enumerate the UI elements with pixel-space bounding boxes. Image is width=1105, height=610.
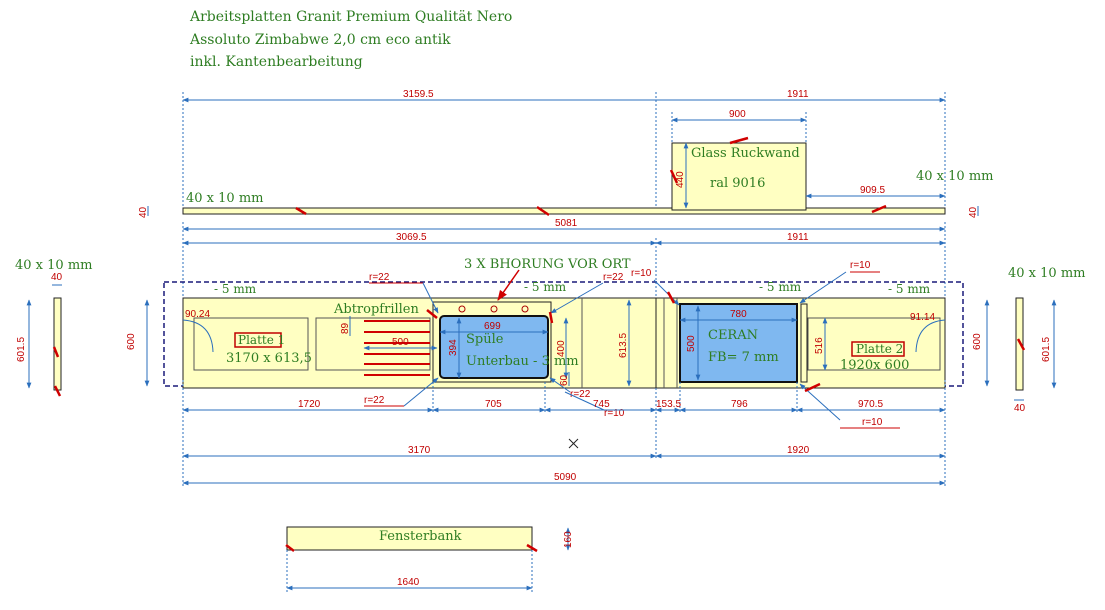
fensterbank-label: Fensterbank (379, 529, 462, 544)
dim-60: 60 (559, 374, 570, 386)
dim-1640: 1640 (397, 577, 420, 588)
dim-796: 796 (731, 399, 748, 410)
dim-1911-top: 1911 (787, 89, 809, 100)
dim-500-groove: 500 (392, 337, 409, 348)
edge-label-left: 40 x 10 mm (186, 191, 263, 206)
radius-10-b: r=10 (850, 260, 871, 271)
dim-1911-mid: 1911 (787, 232, 809, 243)
dim-40-side-left: 40 (51, 272, 63, 283)
side-edge-left: 40 x 10 mm 40 601.5 (15, 258, 92, 397)
dim-500-hob: 500 (686, 335, 697, 352)
dim-394: 394 (448, 339, 459, 356)
dim-3069-5: 3069.5 (396, 232, 427, 243)
spuele-label: Spüle (466, 332, 504, 347)
glass-label: Glass Ruckwand (691, 146, 800, 161)
unterbau-label: Unterbau - 3 mm (466, 354, 579, 369)
minus-5-b: - 5 mm (524, 280, 567, 294)
dim-780: 780 (730, 309, 747, 320)
platte-1-size: 3170 x 613,5 (226, 351, 312, 366)
radius-22-c: r=22 (364, 395, 385, 406)
header: Arbeitsplatten Granit Premium Qualität N… (189, 9, 512, 70)
dim-516: 516 (814, 337, 825, 354)
dim-89: 89 (340, 322, 351, 334)
dim-705: 705 (485, 399, 502, 410)
dim-5090: 5090 (554, 472, 577, 483)
dim-600-left: 600 (126, 333, 137, 350)
platte-1-label: Platte 1 (238, 333, 285, 347)
platte-2-label: Platte 2 (856, 342, 903, 356)
edge-strip-bar (182, 207, 946, 215)
glass-panel (671, 142, 807, 211)
radius-10-d: r=10 (862, 417, 883, 428)
dim-3170: 3170 (408, 445, 431, 456)
lower-dimensions: 1720 705 745 153.5 796 970.5 3170 1920 5… (182, 382, 946, 486)
dim-601-5-right: 601.5 (1041, 337, 1052, 362)
radius-22-b: r=22 (603, 272, 624, 283)
dim-5081: 5081 (555, 218, 578, 229)
side-edge-right: 40 x 10 mm 601.5 40 (1008, 266, 1085, 414)
header-line-3: inkl. Kantenbearbeitung (190, 54, 363, 70)
minus-5-d: - 5 mm (888, 282, 931, 296)
dim-40-right: 40 (968, 206, 979, 218)
back-edge-strip: 3159.5 1911 900 440 909.5 Glass Ruckwand… (138, 89, 993, 218)
upper-dimensions: 5081 3069.5 1911 (182, 218, 946, 298)
edge-label-right: 40 x 10 mm (916, 169, 993, 184)
outline-dashed (163, 281, 964, 387)
dim-601-5-left: 601.5 (16, 337, 27, 362)
dim-1720: 1720 (298, 399, 321, 410)
abtropf-label: Abtropfrillen (333, 302, 419, 317)
dim-600-right: 600 (972, 333, 983, 350)
dim-400: 400 (556, 340, 567, 357)
minus-5-c: - 5 mm (759, 280, 802, 294)
dim-90-24: 90.24 (185, 309, 210, 320)
radius-22-a: r=22 (369, 272, 390, 283)
platte-2-size: 1920x 600 (840, 358, 909, 373)
radius-10-c: r=10 (604, 408, 625, 419)
height-dimensions: 600 600 (126, 299, 990, 387)
main-worktop: 500 89 699 394 400 60 613.5 780 500 516 … (163, 257, 964, 486)
fensterbank: Fensterbank 160 1640 (285, 526, 574, 592)
header-line-1: Arbeitsplatten Granit Premium Qualität N… (189, 9, 512, 25)
dim-909-5: 909.5 (860, 185, 885, 196)
fensterbank-panel (286, 526, 533, 551)
edge-label-side-left: 40 x 10 mm (15, 258, 92, 273)
dim-613-5: 613.5 (618, 333, 629, 358)
radius-22-d: r=22 (570, 389, 591, 400)
minus-5-a: - 5 mm (214, 282, 257, 296)
dim-91-14: 91.14 (910, 312, 935, 323)
fb-label: FB= 7 mm (708, 350, 779, 365)
ral-label: ral 9016 (710, 176, 765, 191)
dim-153-5: 153.5 (656, 399, 681, 410)
bohrung-label: 3 X BHORUNG VOR ORT (464, 257, 631, 272)
radius-10-a: r=10 (631, 268, 652, 279)
drain-grooves (364, 320, 430, 376)
dim-3159-5: 3159.5 (403, 89, 434, 100)
dim-40-left: 40 (138, 206, 149, 218)
edge-label-side-right: 40 x 10 mm (1008, 266, 1085, 281)
ceran-label: CERAN (708, 328, 758, 343)
dim-440: 440 (675, 171, 686, 188)
dim-699: 699 (484, 321, 501, 332)
dim-1920: 1920 (787, 445, 810, 456)
dim-745: 745 (593, 399, 610, 410)
header-line-2: Assoluto Zimbabwe 2,0 cm eco antik (189, 32, 451, 48)
dim-900: 900 (729, 109, 746, 120)
dim-970-5: 970.5 (858, 399, 883, 410)
dim-160: 160 (563, 531, 574, 548)
dim-40-side-right: 40 (1014, 403, 1026, 414)
